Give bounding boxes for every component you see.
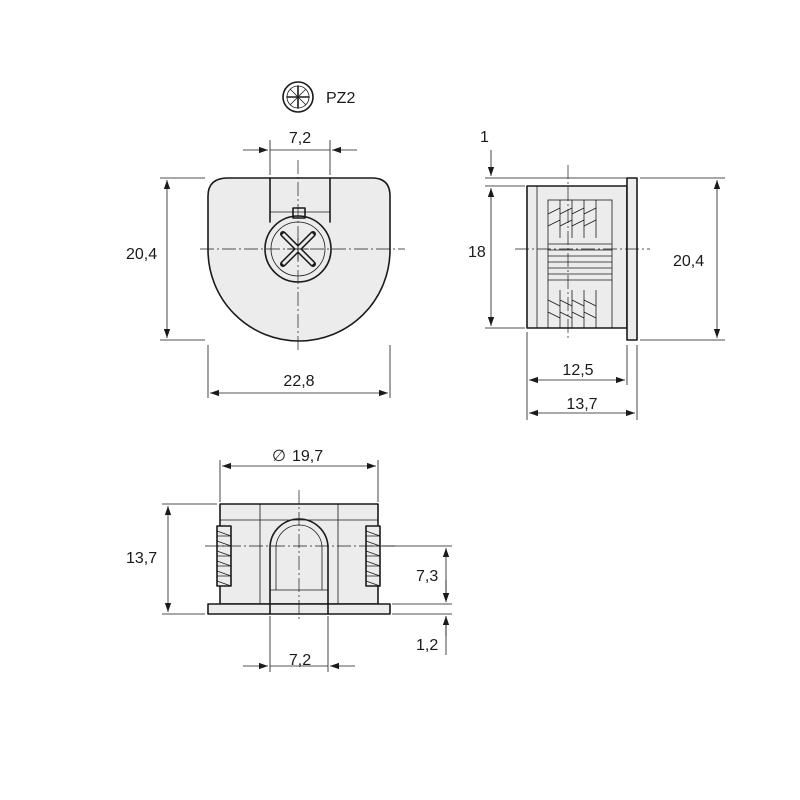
side-centerlines [515,165,650,340]
drive-label: PZ2 [326,90,355,107]
side-view [515,165,650,341]
bottom-centerlines [205,490,395,620]
front-dimensions [160,140,391,398]
side-body-length-label: 12,5 [562,362,593,379]
front-key-notch [292,207,306,219]
front-width-label: 22,8 [283,373,314,390]
bottom-slot-width-label: 7,2 [289,652,311,669]
side-height-label: 20,4 [673,253,704,270]
bottom-flange-label: 1,2 [416,637,438,654]
bottom-diameter-label: 19,7 [292,448,323,465]
bottom-slot-height-label: 7,3 [416,568,438,585]
side-offset-label: 1 [480,129,489,146]
bottom-diameter-symbol: ∅ [272,448,286,465]
bottom-view [205,490,395,620]
front-view [200,160,405,350]
bottom-height-label: 13,7 [126,550,157,567]
front-height-label: 20,4 [126,246,157,263]
side-inner-height-label: 18 [468,244,486,261]
front-body [207,177,391,342]
pz-diagonal-icon [289,88,307,106]
side-thread-zone [547,199,613,329]
front-slot [269,177,331,223]
bottom-dimensions [162,460,452,672]
side-dimensions [485,150,725,420]
front-top-width-label: 7,2 [289,130,311,147]
pozidriv-symbol [282,81,314,113]
pz-outer-ring [282,81,314,113]
side-body [526,185,628,329]
front-centerlines [200,160,405,350]
side-flange [626,177,638,341]
bottom-inner-walls [259,504,339,604]
side-total-length-label: 13,7 [566,396,597,413]
